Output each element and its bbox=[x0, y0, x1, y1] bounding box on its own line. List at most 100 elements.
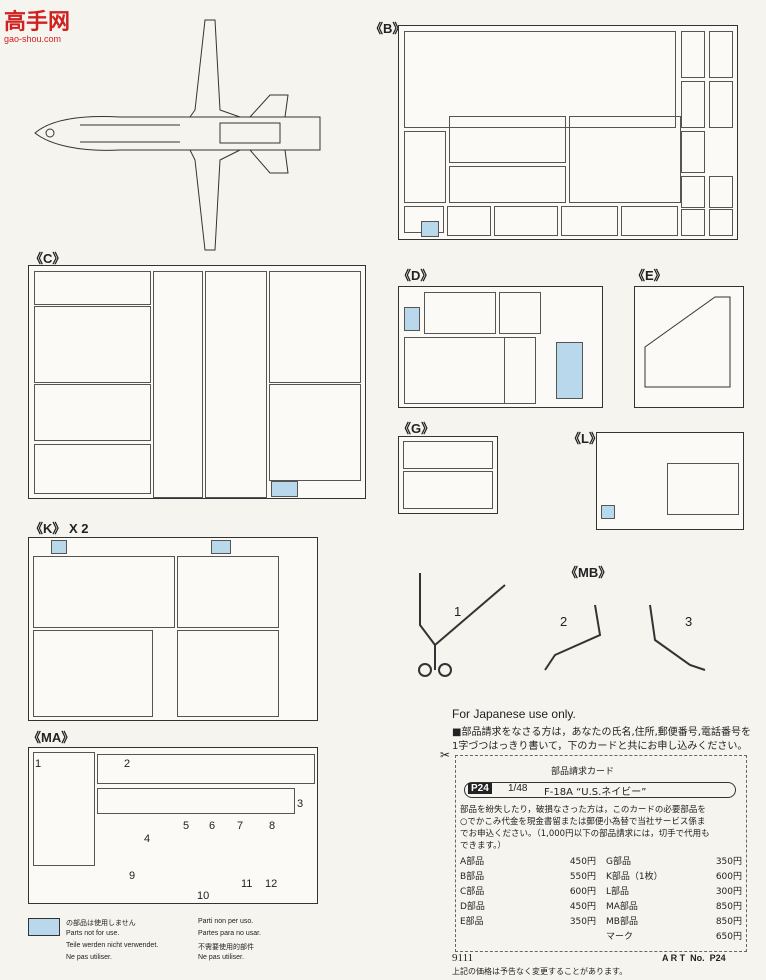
part-g1-3-box bbox=[403, 441, 493, 469]
part-d10-11-box bbox=[504, 337, 536, 404]
ma-label-1: 1 bbox=[35, 758, 42, 770]
part-b22-23-box bbox=[621, 206, 678, 236]
part-c28-box-unused bbox=[271, 481, 298, 497]
sprue-ma-frame: 1 2 3 4 5 6 7 8 9 10 11 12 bbox=[28, 747, 318, 904]
section-e-label: 《E》 bbox=[632, 268, 667, 283]
ma-label-5: 5 bbox=[183, 820, 190, 832]
mb-label-2: 2 bbox=[560, 614, 568, 629]
card-title: 部品請求カード bbox=[551, 767, 615, 777]
part-k11-16-box bbox=[33, 630, 153, 717]
sprue-c-frame bbox=[28, 265, 366, 499]
part-b2-5-box bbox=[404, 131, 446, 203]
japan-notice-line1: ■部品請求をなさる方は，あなたの氏名,住所,郵便番号,電話番号を bbox=[452, 727, 751, 738]
part-l12-box-unused bbox=[601, 505, 615, 519]
card-scale: 1/48 bbox=[508, 783, 528, 794]
part-ma1-box bbox=[33, 752, 95, 866]
part-c1-4-box bbox=[34, 271, 151, 305]
part-d18-19-box-unused bbox=[556, 342, 583, 399]
section-d-label: 《D》 bbox=[398, 268, 434, 283]
part-e-vertical-tail bbox=[644, 296, 731, 388]
sprue-e-frame bbox=[634, 286, 744, 408]
sprue-g-frame bbox=[398, 436, 498, 514]
watermark-url: gao-shou.com bbox=[4, 34, 62, 44]
part-c11-12-box bbox=[34, 444, 151, 494]
part-b28-box bbox=[681, 131, 705, 173]
card-code: P24 bbox=[468, 783, 492, 794]
card-text2: ○でかこみ代金を現金書留または郵便小為替で当社サービス係ま bbox=[460, 817, 706, 827]
card-model: F-18A “U.S.ネイビー” bbox=[544, 787, 647, 798]
part-b26-box bbox=[681, 81, 705, 128]
section-g-label: 《G》 bbox=[398, 421, 435, 436]
scissors-icon: ✂ bbox=[440, 748, 451, 762]
legend-jp: の部品は使用しません bbox=[66, 919, 136, 927]
part-k7-8-box bbox=[33, 556, 175, 628]
part-k33-box-unused bbox=[211, 540, 231, 554]
card-text1: 部品を紛失したり，破損なさった方は，このカードの必要部品を bbox=[460, 805, 706, 815]
watermark-logo-text: 高手网 bbox=[4, 10, 71, 35]
parts-request-card: 部品請求カード P24 1/48 F-18A “U.S.ネイビー” 部品を紛失し… bbox=[455, 755, 747, 952]
part-ma3-box bbox=[97, 788, 295, 814]
sprue-k-frame bbox=[28, 537, 318, 721]
part-k9-10-box bbox=[177, 556, 279, 628]
legend-en: Parts not for use. bbox=[66, 930, 120, 937]
part-l-canopy-box bbox=[667, 463, 739, 515]
legend-es: Partes para no usar. bbox=[198, 930, 262, 937]
ma-label-9: 9 bbox=[129, 870, 136, 882]
part-b25-box bbox=[709, 31, 733, 78]
section-b-label: 《B》 bbox=[370, 21, 406, 36]
part-c26-27-box bbox=[269, 384, 361, 481]
ma-label-4: 4 bbox=[144, 833, 151, 845]
part-d3-box bbox=[424, 292, 496, 334]
part-c5-6-box bbox=[34, 306, 151, 383]
card-right-item-k: K部品（1枚）600円 bbox=[606, 872, 742, 882]
ma-label-12: 12 bbox=[265, 878, 278, 890]
card-text3: でお申込ください。（1,000円以下の部品請求には，切手で代用も bbox=[460, 829, 710, 839]
legend-cn: 不需要使用的部件 bbox=[198, 943, 254, 951]
part-b33-box bbox=[709, 209, 733, 236]
part-c13-16-box bbox=[153, 271, 203, 498]
part-b32-box bbox=[681, 209, 705, 236]
ma-label-3: 3 bbox=[297, 798, 304, 810]
ma-label-11: 11 bbox=[241, 878, 253, 890]
part-b20-box bbox=[494, 206, 558, 236]
watermark-logo: 高手网 gao-shou.com bbox=[4, 4, 70, 44]
sprue-d-frame bbox=[398, 286, 603, 408]
part-k26-31-box bbox=[177, 630, 279, 717]
legend-it: Parti non per uso. bbox=[198, 918, 254, 925]
mb-label-3: 3 bbox=[685, 614, 693, 629]
legend-de: Teile werden nicht verwendet. bbox=[66, 942, 159, 949]
part-b1-box bbox=[404, 31, 676, 128]
part-c7-10-box bbox=[34, 384, 151, 441]
part-d2-box-unused bbox=[404, 307, 420, 331]
japan-notice-line2: 1字づつはっきり書いて，下のカードと共にお申し込みください。 bbox=[452, 741, 748, 752]
part-b8-box bbox=[569, 116, 681, 203]
ma-label-7: 7 bbox=[237, 820, 244, 832]
part-k2-box-unused bbox=[51, 540, 67, 554]
part-g4-5-box bbox=[403, 471, 493, 509]
section-l-label: 《L》 bbox=[568, 431, 602, 446]
part-b21-box bbox=[561, 206, 618, 236]
part-d9-12-box bbox=[499, 292, 541, 334]
card-art-no: A R T No. P24 bbox=[662, 953, 726, 963]
part-b7-box bbox=[449, 166, 566, 203]
card-header-bar bbox=[464, 782, 736, 798]
aircraft-plan-diagram bbox=[34, 19, 321, 251]
ma-label-8: 8 bbox=[269, 820, 276, 832]
sprue-l-frame bbox=[596, 432, 744, 530]
part-b6-box bbox=[449, 116, 566, 163]
part-b30-box bbox=[681, 176, 705, 208]
card-footer: 上記の価格は予告なく変更することがあります。 bbox=[452, 967, 628, 976]
section-c-label: 《C》 bbox=[30, 251, 66, 266]
part-b31-box bbox=[709, 176, 733, 208]
part-b24-box bbox=[681, 31, 705, 78]
part-c17-20-box bbox=[205, 271, 267, 498]
